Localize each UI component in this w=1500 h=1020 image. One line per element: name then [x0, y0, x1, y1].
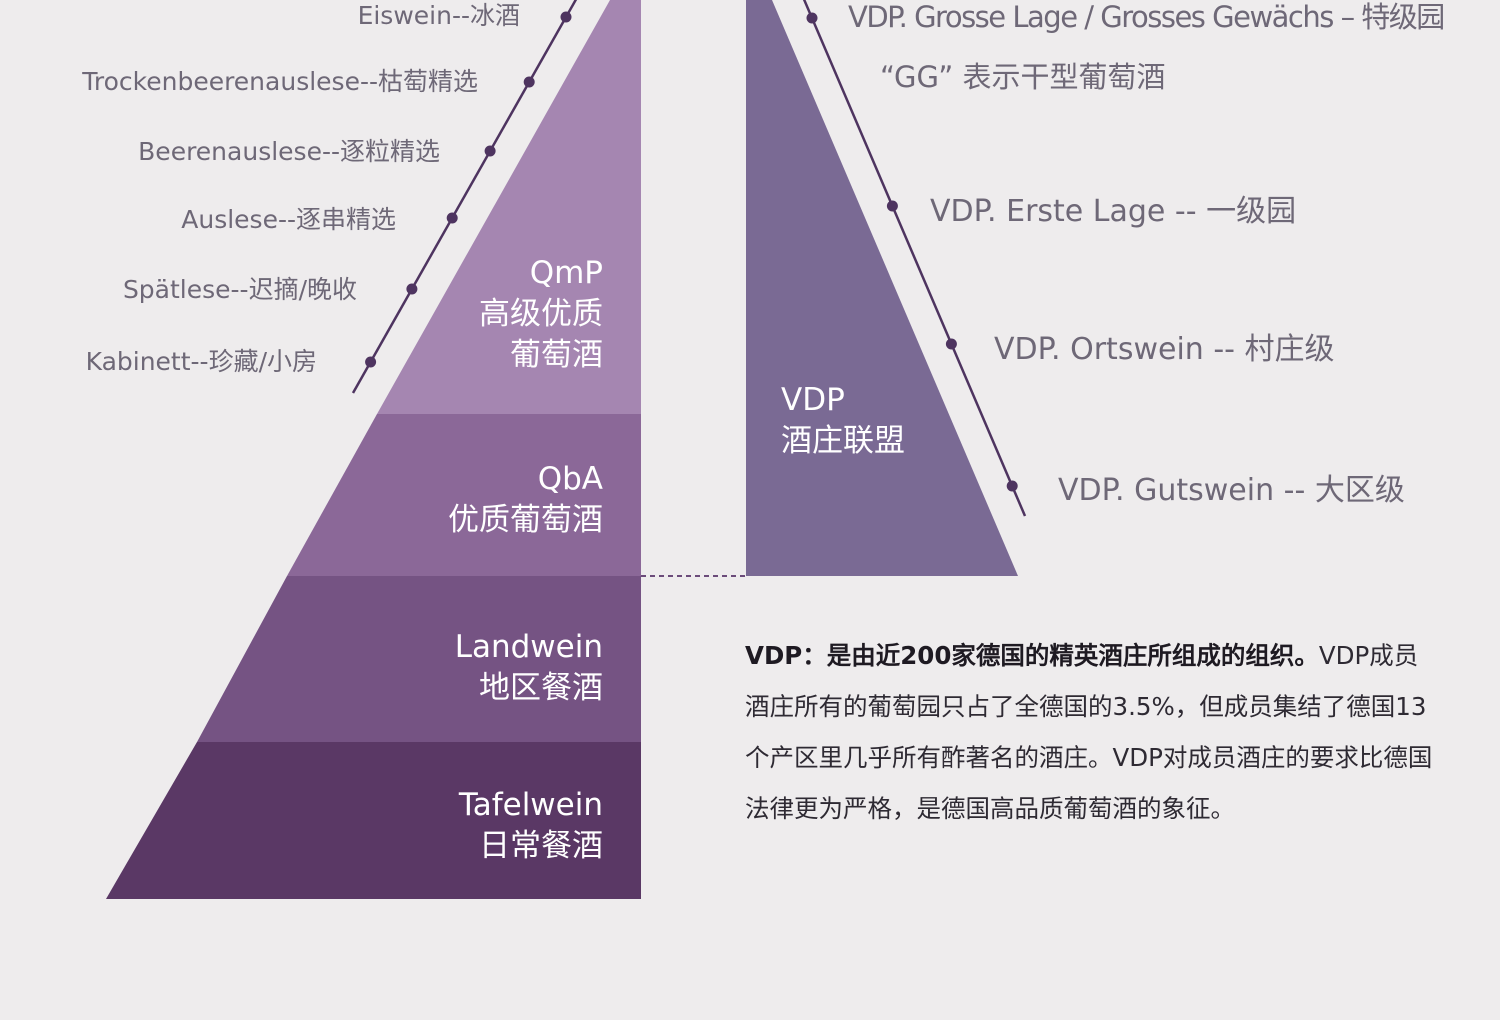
predicate-dot-0 — [560, 11, 572, 23]
pyramid-tier-qmp — [377, 0, 641, 414]
tier-qmp-line-2: 高级优质 — [479, 296, 603, 332]
vdp-level-grosse-lage-note: “GG” 表示干型葡萄酒 — [880, 60, 1166, 94]
tier-label-tafelwein: Tafelwein 日常餐酒 — [459, 785, 603, 867]
vdp-title-line-2: 酒庄联盟 — [781, 423, 905, 459]
vdp-level-grosse-lage: VDP. Grosse Lage / Grosses Gewächs – 特级园 — [848, 0, 1445, 34]
vdp-level-gutswein: VDP. Gutswein -- 大区级 — [1058, 473, 1405, 508]
tier-qba-line-2: 优质葡萄酒 — [448, 502, 603, 538]
predicate-label-trockenbeerenauslese: Trockenbeerenauslese--枯萄精选 — [82, 67, 478, 96]
predicate-dot-5 — [365, 356, 377, 368]
pyramid-tier-qba — [287, 414, 641, 576]
vdp-dot-2 — [945, 338, 957, 350]
predicate-dot-3 — [446, 212, 458, 224]
vdp-dots — [806, 12, 1018, 492]
vdp-description: VDP：是由近200家德国的精英酒庄所组成的组织。VDP成员酒庄所有的葡萄园只占… — [745, 630, 1435, 834]
vdp-dot-3 — [1006, 480, 1018, 492]
predicate-dot-1 — [523, 76, 535, 88]
pyramid-tier-landwein — [197, 576, 641, 742]
predicate-label-eiswein: Eiswein--冰酒 — [357, 1, 520, 30]
predicate-dot-2 — [484, 145, 496, 157]
predicate-label-auslese: Auslese--逐串精选 — [181, 205, 396, 234]
vdp-level-ortswein: VDP. Ortswein -- 村庄级 — [994, 332, 1335, 367]
tier-landwein-line-1: Landwein — [454, 629, 603, 665]
vdp-title-line-1: VDP — [781, 382, 845, 418]
tier-qmp-line-3: 葡萄酒 — [510, 337, 603, 373]
vdp-level-line — [802, 0, 1027, 517]
tier-qmp-line-1: QmP — [529, 255, 603, 291]
tier-label-landwein: Landwein 地区餐酒 — [455, 627, 603, 709]
vdp-dot-1 — [886, 200, 898, 212]
tier-tafelwein-line-1: Tafelwein — [458, 787, 603, 823]
predicate-dots — [365, 11, 572, 368]
tier-label-qmp: QmP 高级优质 葡萄酒 — [479, 253, 603, 376]
predicate-label-spaetlese: Spätlese--迟摘/晚收 — [122, 275, 357, 304]
predicate-label-beerenauslese: Beerenauslese--逐粒精选 — [138, 137, 440, 166]
vdp-level-erste-lage: VDP. Erste Lage -- 一级园 — [930, 194, 1297, 229]
tier-label-qba: QbA 优质葡萄酒 — [448, 459, 603, 541]
tier-qba-line-1: QbA — [537, 461, 603, 497]
predicate-dot-4 — [406, 283, 418, 295]
predicate-line — [351, 0, 578, 394]
pyramid-tier-tafelwein — [106, 742, 641, 899]
tier-landwein-line-2: 地区餐酒 — [479, 670, 603, 706]
vdp-triangle — [746, 0, 1018, 576]
vdp-title: VDP 酒庄联盟 — [781, 380, 905, 462]
tier-tafelwein-line-2: 日常餐酒 — [479, 828, 603, 864]
description-lead: VDP：是由近200家德国的精英酒庄所组成的组织。 — [745, 641, 1319, 670]
predicate-label-kabinett: Kabinett--珍藏/小房 — [85, 347, 317, 376]
description-body: VDP成员酒庄所有的葡萄园只占了全德国的3.5%，但成员集结了德国13个产区里几… — [745, 641, 1433, 823]
vdp-dot-0 — [806, 12, 818, 24]
